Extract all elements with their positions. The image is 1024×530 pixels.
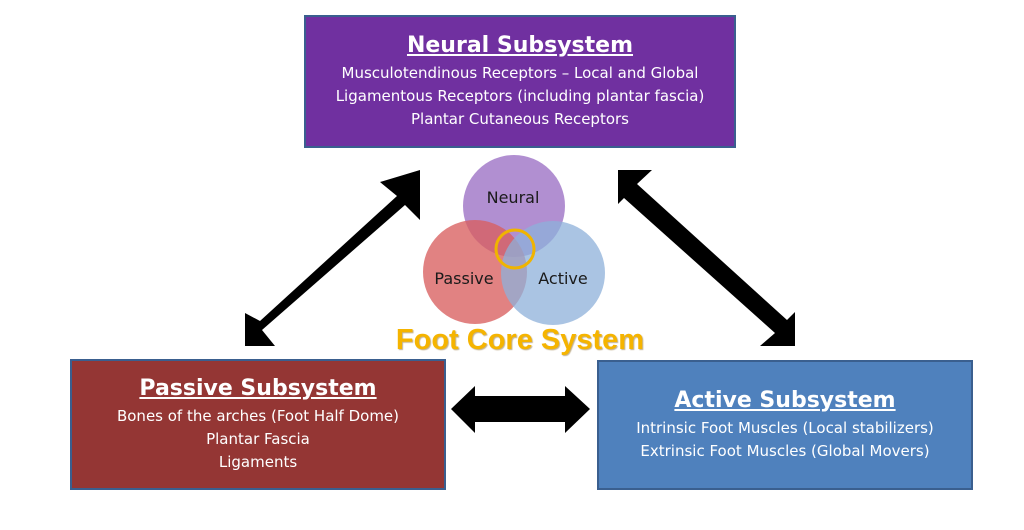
neural-item: Plantar Cutaneous Receptors (411, 110, 629, 128)
venn-label-neural: Neural (487, 188, 540, 207)
venn-circle-passive (423, 220, 527, 324)
neural-item: Ligamentous Receptors (including plantar… (335, 87, 705, 105)
passive-subsystem-title: Passive Subsystem (139, 376, 377, 401)
double-arrow-neural-passive (245, 170, 420, 346)
double-arrow-neural-active (618, 170, 795, 346)
neural-subsystem-title: Neural Subsystem (406, 33, 634, 58)
venn-center-ring (494, 228, 536, 270)
active-item: Extrinsic Foot Muscles (Global Movers) (640, 442, 930, 460)
neural-subsystem-box: Neural Subsystem Musculotendinous Recept… (304, 15, 736, 148)
venn-label-active: Active (538, 269, 588, 288)
passive-item: Plantar Fascia (206, 430, 310, 448)
active-item: Intrinsic Foot Muscles (Local stabilizer… (636, 419, 934, 437)
active-subsystem-box: Active Subsystem Intrinsic Foot Muscles … (597, 360, 973, 490)
double-arrow-passive-active (451, 386, 590, 433)
venn-label-passive: Passive (434, 269, 493, 288)
active-subsystem-title: Active Subsystem (674, 388, 896, 413)
passive-item: Ligaments (218, 453, 298, 471)
passive-subsystem-box: Passive Subsystem Bones of the arches (F… (70, 359, 446, 490)
neural-item: Musculotendinous Receptors – Local and G… (341, 64, 699, 82)
venn-circle-active (501, 221, 605, 325)
foot-core-system-title: Foot Core System (395, 324, 645, 356)
passive-item: Bones of the arches (Foot Half Dome) (116, 407, 400, 425)
